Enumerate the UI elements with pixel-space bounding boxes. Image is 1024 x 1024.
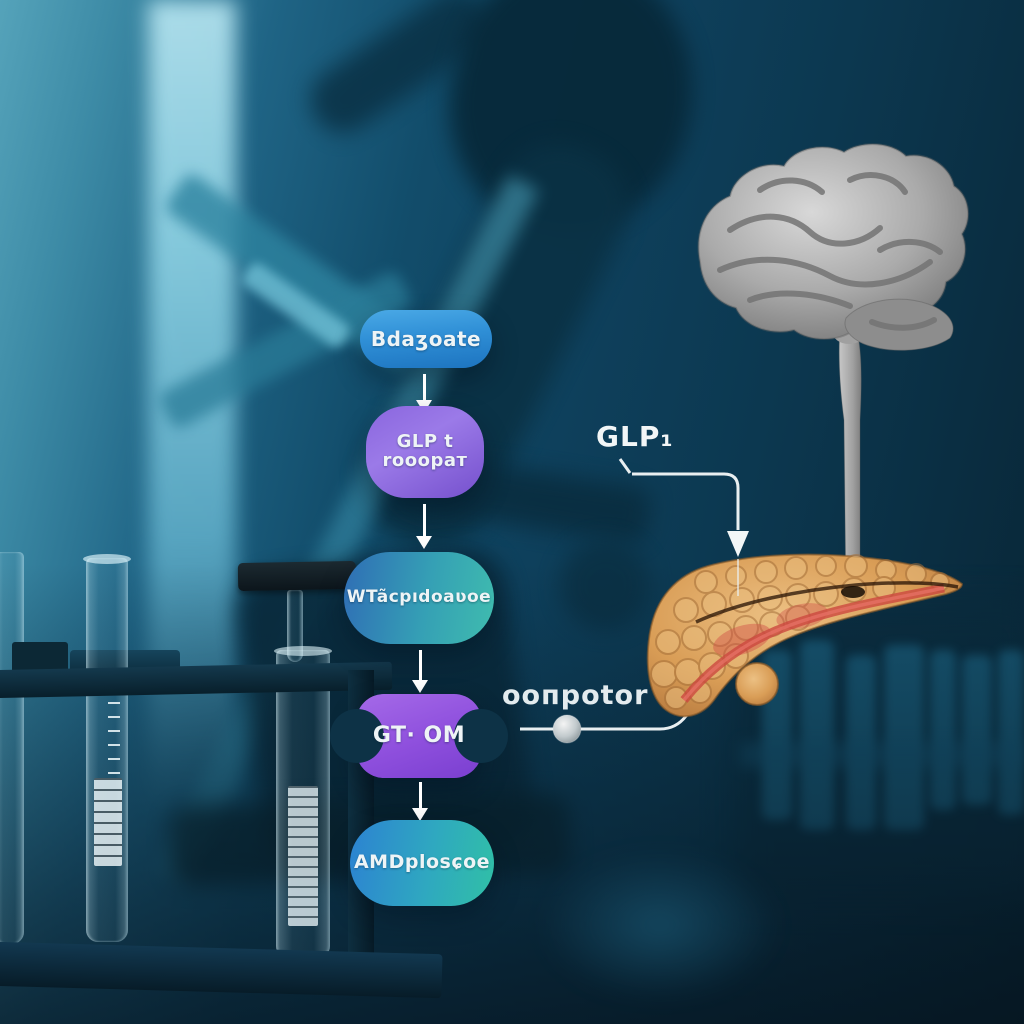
flow-node-1: Bdaʒoate (350, 286, 492, 368)
test-tube-label (288, 786, 318, 926)
test-tube-graduations (108, 688, 120, 780)
table-glow (540, 850, 780, 1000)
test-tube-rim (83, 554, 131, 564)
flow-node-3: WTãcpıdoaʋoe (344, 552, 494, 644)
down-arrow-icon (412, 782, 428, 821)
test-tube-label (94, 778, 122, 866)
flow-node-5: AMDplosɕoe (350, 820, 494, 906)
pinch-notch (454, 709, 508, 763)
flow-node-2-label: GLP t rooopaт (382, 431, 468, 471)
test-tube (86, 558, 128, 942)
test-tube-neck (287, 590, 303, 662)
flow-node-1-label: Bdaʒoate (370, 326, 482, 351)
flow-node-3-label: WTãcpıdoaʋoe (346, 587, 492, 608)
flow-node-5-label: AMDplosɕoe (353, 851, 491, 874)
down-arrow-icon (416, 374, 432, 413)
test-tube (0, 552, 24, 944)
test-tube-cap (237, 560, 357, 592)
flow-node-4: GT· OM (330, 694, 508, 778)
glp1-label: GLP₁ (596, 420, 674, 453)
test-tube-rim (274, 646, 332, 656)
receptor-label: ooпpotor (502, 680, 649, 711)
down-arrow-icon (412, 650, 428, 693)
flow-node-2: GLP t rooopaт (344, 406, 506, 498)
pinch-notch (330, 709, 384, 763)
down-arrow-icon (416, 504, 432, 549)
flow-node-4-label: GT· OM (372, 723, 466, 749)
